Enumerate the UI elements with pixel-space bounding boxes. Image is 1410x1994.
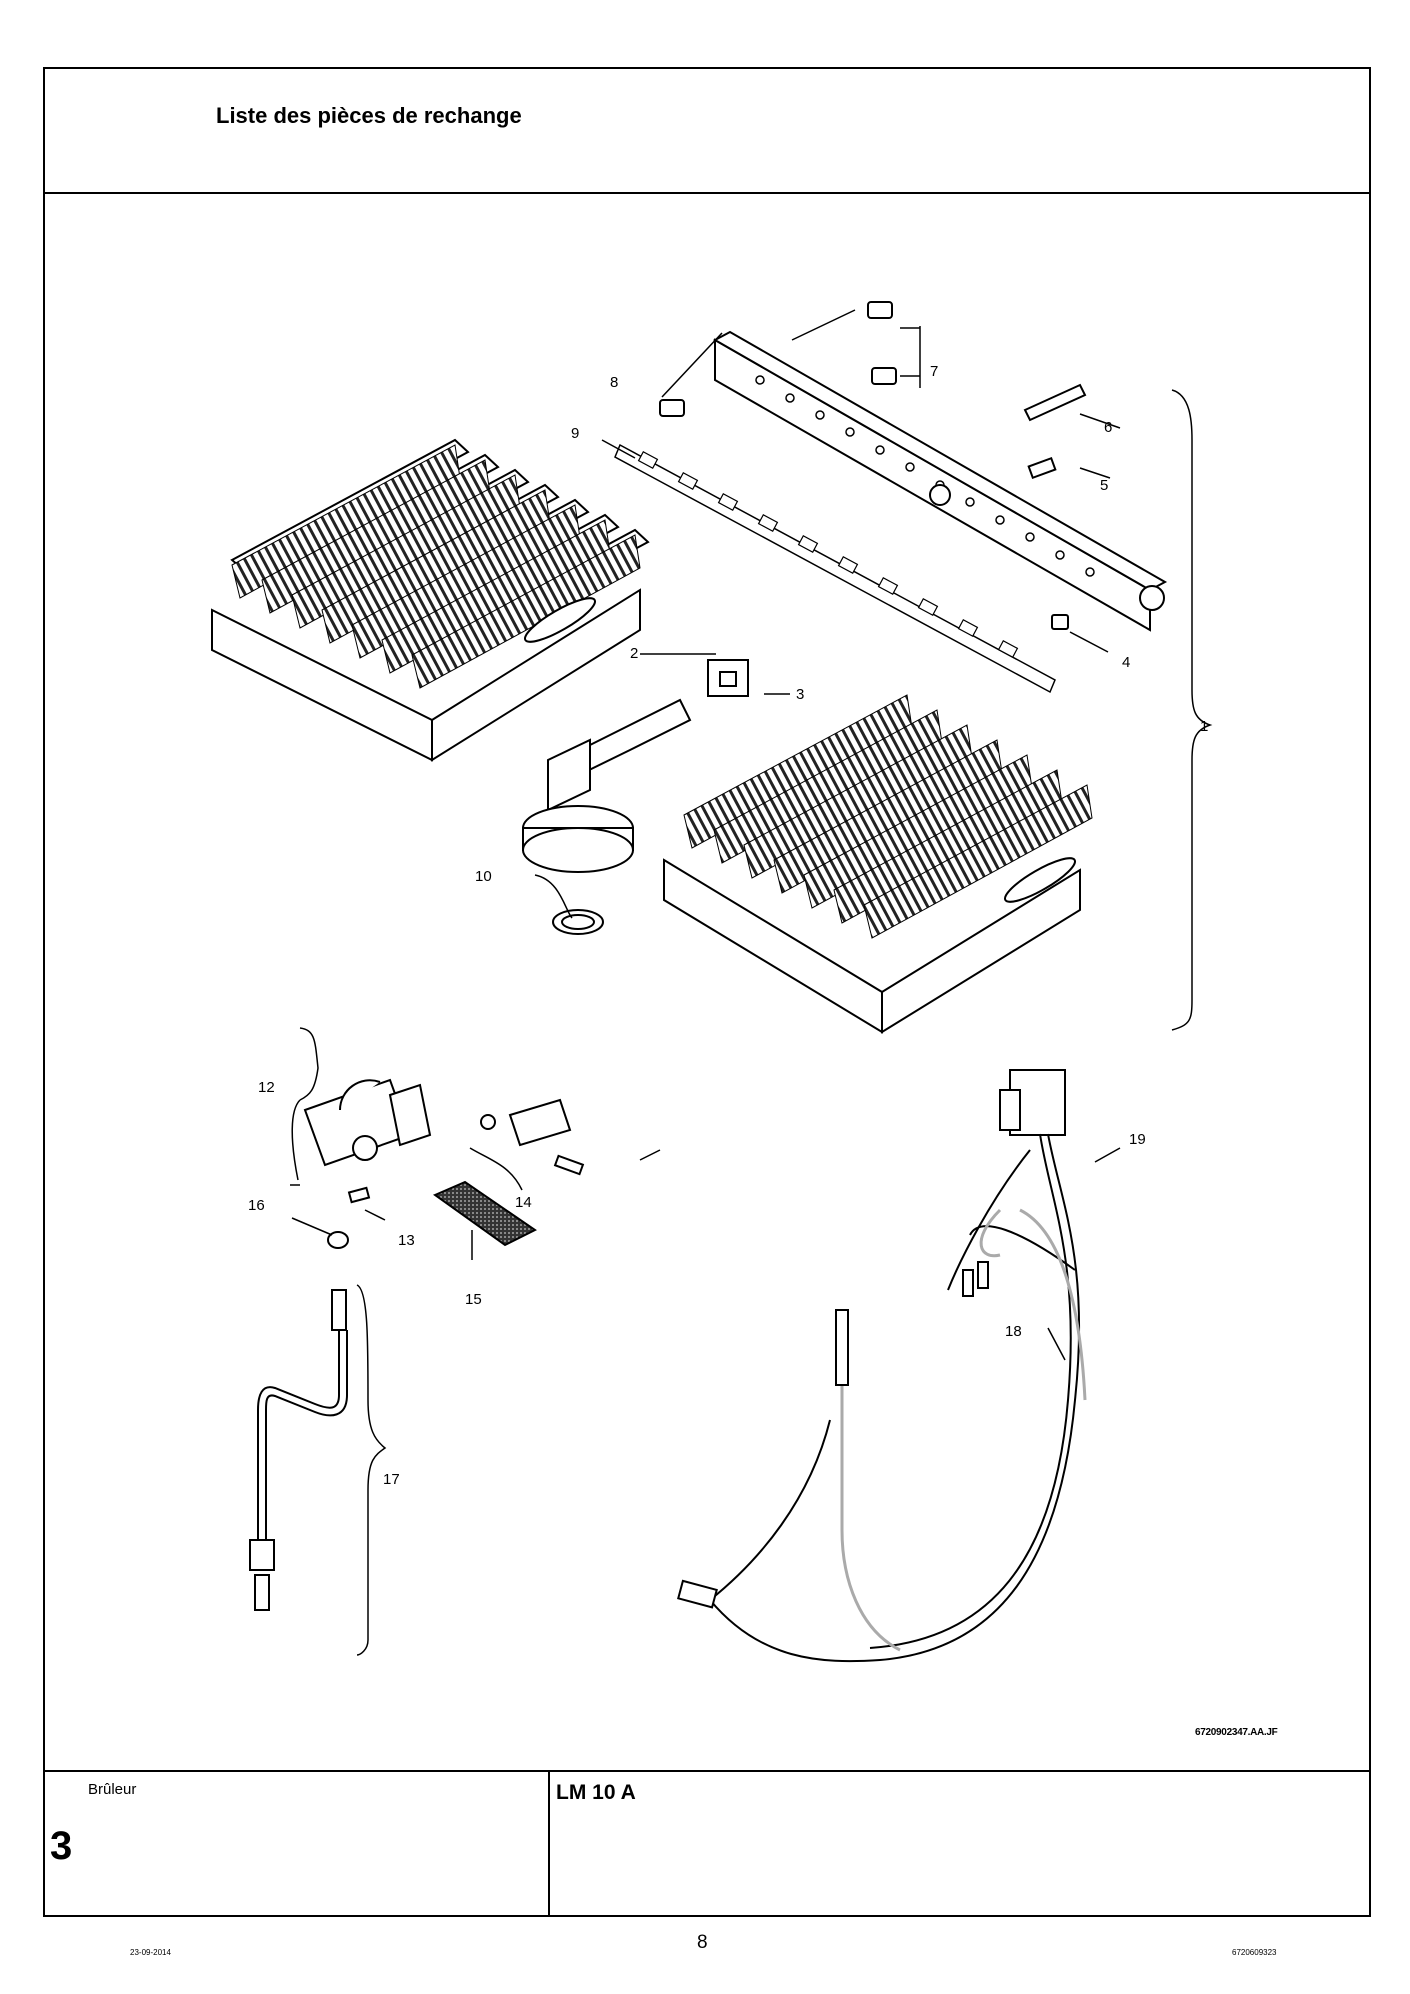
callout-12: 12 [258, 1079, 275, 1096]
section-name: Brûleur [88, 1781, 137, 1798]
injector-plate [614, 443, 1056, 694]
gas-inlet-assembly [522, 659, 749, 935]
pilot-assembly [303, 1078, 585, 1249]
leader-lines [290, 309, 1213, 1656]
callout-9: 9 [571, 425, 579, 442]
header-divider [43, 192, 1371, 194]
page-frame [43, 67, 1371, 1917]
callout-16: 16 [248, 1197, 265, 1214]
callout-6: 6 [1104, 419, 1112, 436]
wiring-harness [677, 1069, 1087, 1663]
page-number: 8 [697, 1932, 708, 1953]
callout-3: 3 [796, 686, 804, 703]
callout-8: 8 [610, 374, 618, 391]
section-number: 3 [50, 1824, 73, 1868]
callout-2: 2 [630, 645, 638, 662]
callout-10: 10 [475, 868, 492, 885]
callout-18: 18 [1005, 1323, 1022, 1340]
callout-5: 5 [1100, 477, 1108, 494]
callout-15: 15 [465, 1291, 482, 1308]
callout-7: 7 [930, 363, 938, 380]
callout-4: 4 [1122, 654, 1130, 671]
callout-19: 19 [1129, 1131, 1146, 1148]
callout-labels: 1 2 3 4 5 6 7 8 9 10 12 13 14 15 16 17 1… [248, 363, 1208, 1488]
footer-divider [43, 1770, 1371, 1772]
model-name: LM 10 A [556, 1781, 636, 1804]
burner-block-right [663, 694, 1093, 1034]
drawing-reference-code: 6720902347.AA.JF [1195, 1727, 1278, 1738]
callout-13: 13 [398, 1232, 415, 1249]
callout-1: 1 [1200, 718, 1208, 735]
fasteners [659, 301, 1087, 630]
footer-column-divider [548, 1770, 550, 1917]
callout-17: 17 [383, 1471, 400, 1488]
footer-date: 23-09-2014 [130, 1948, 171, 1957]
burner-block-left [211, 438, 650, 762]
document-code: 6720609323 [1232, 1948, 1277, 1957]
injector-manifold [712, 330, 1168, 632]
page-title: Liste des pièces de rechange [216, 103, 522, 128]
thermocouple [249, 1289, 348, 1611]
callout-14: 14 [515, 1194, 532, 1211]
